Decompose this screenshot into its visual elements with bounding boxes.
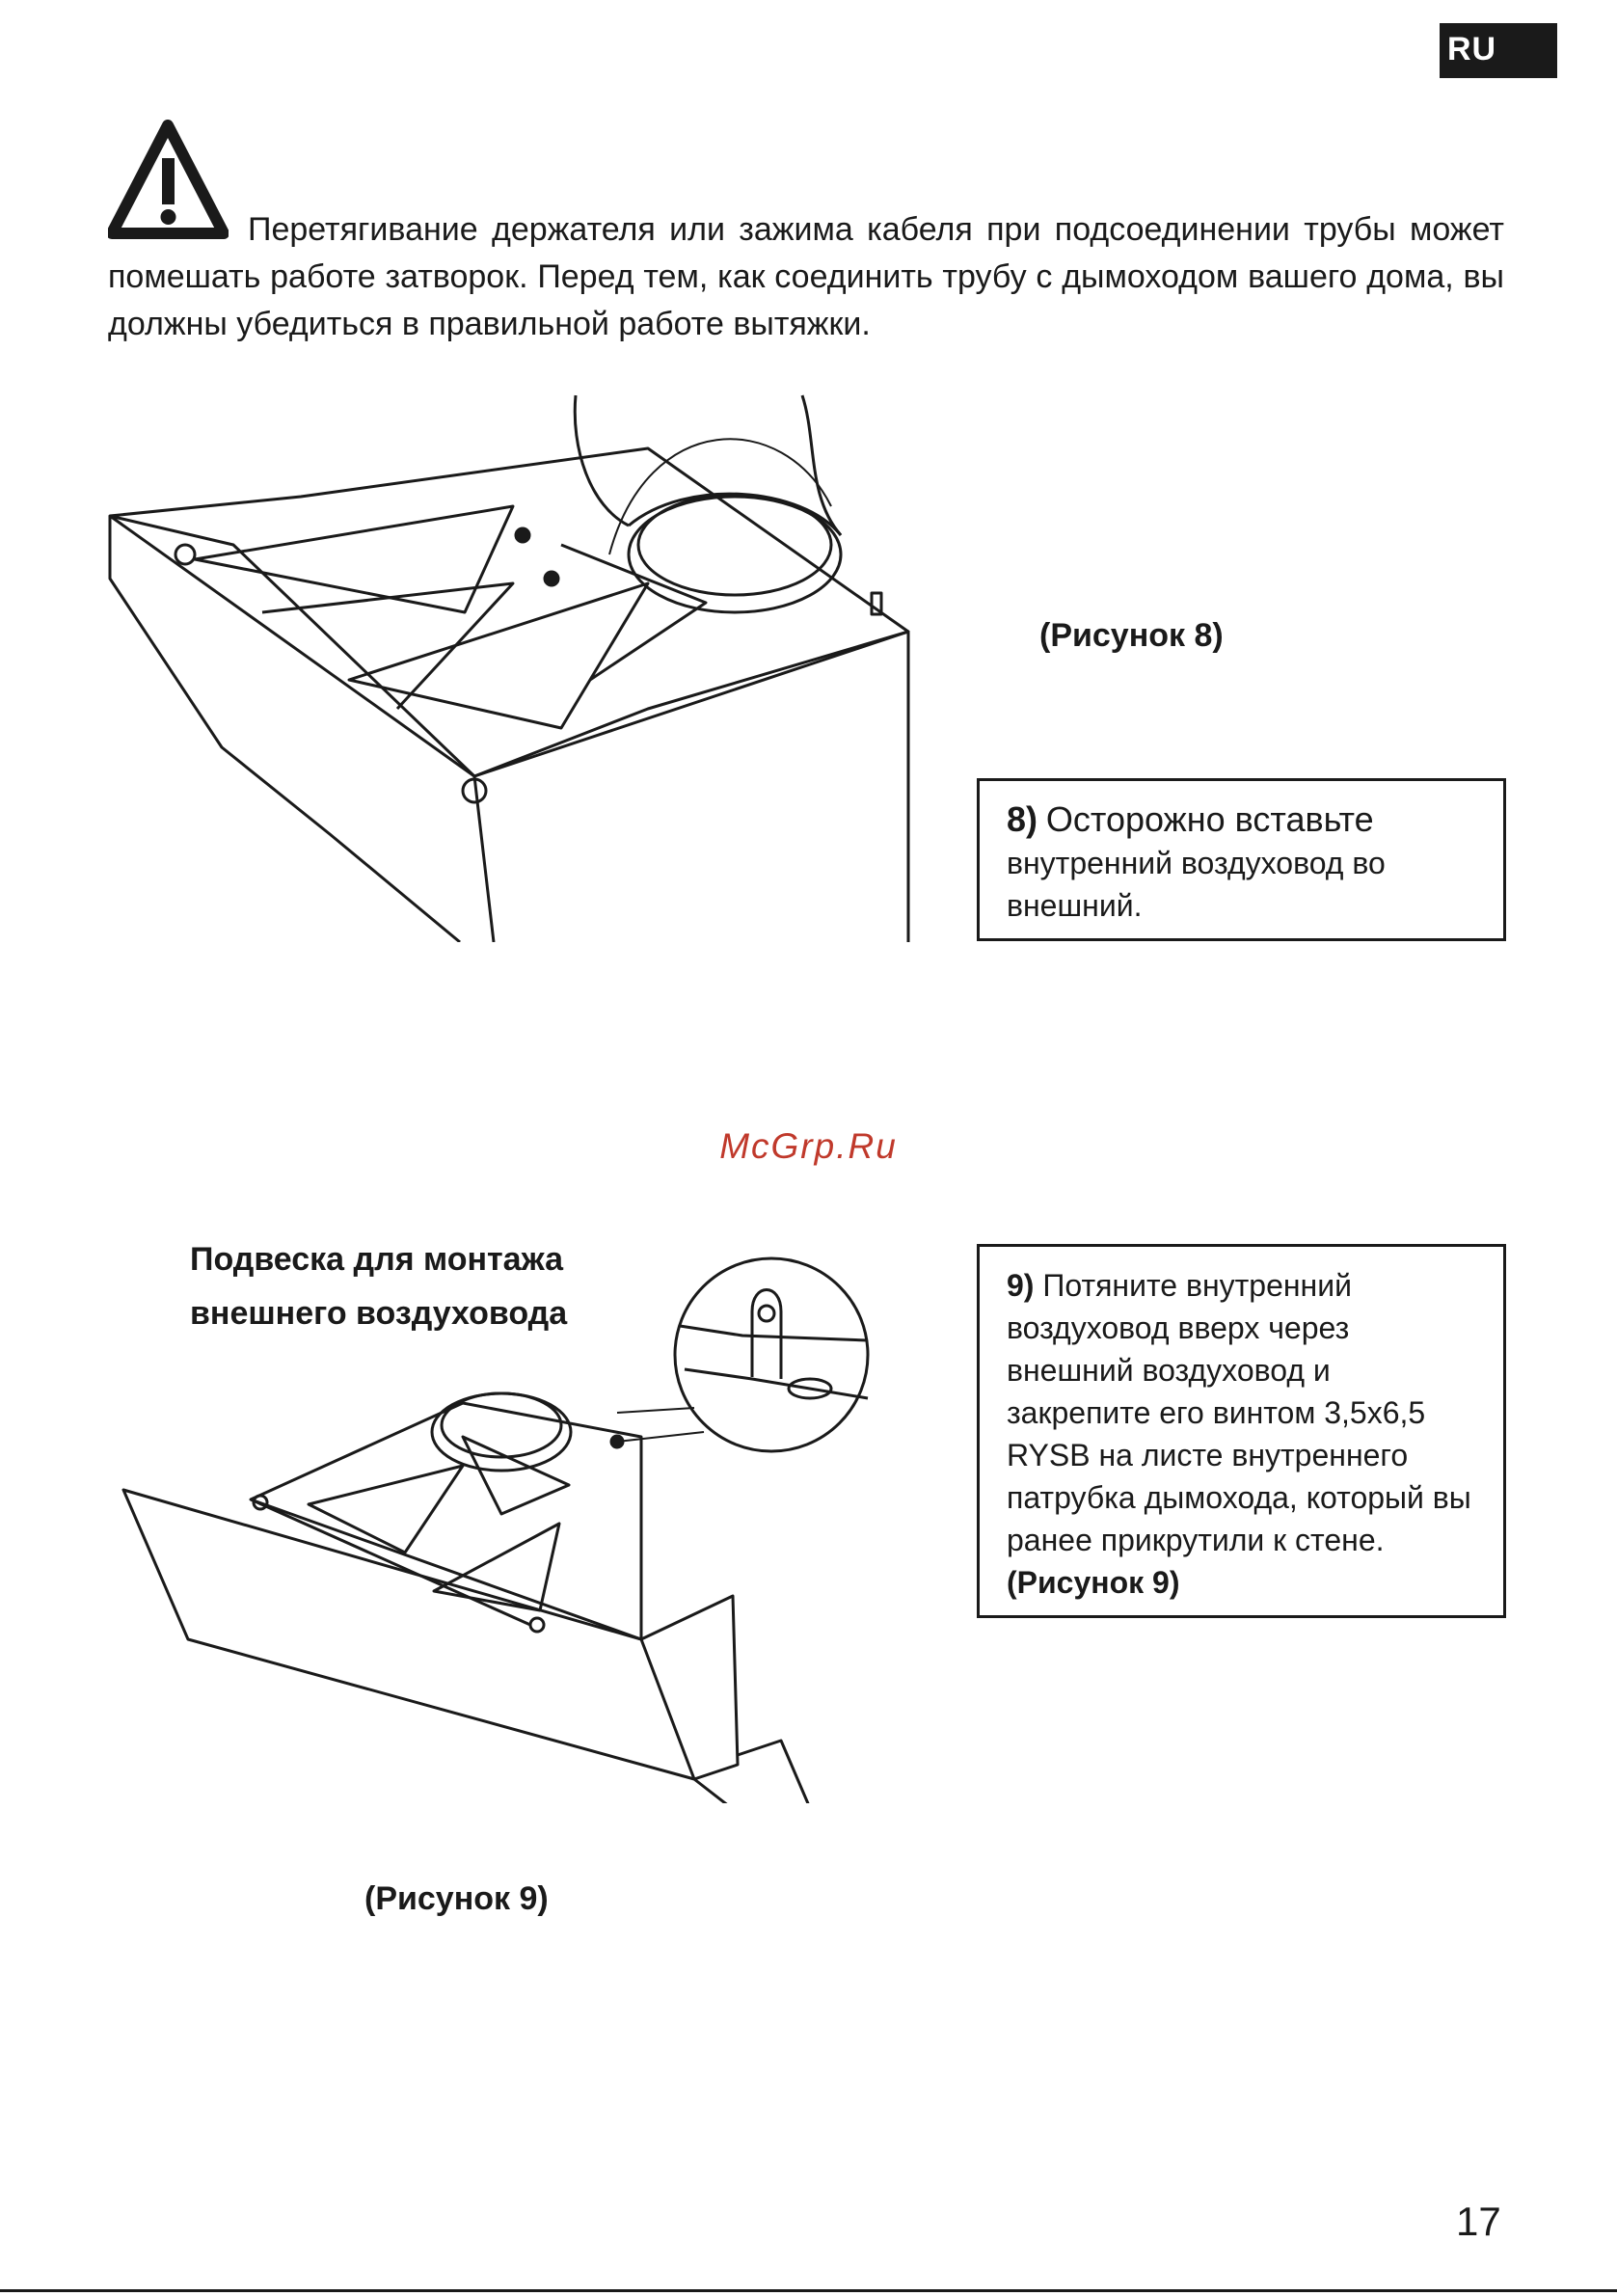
warning-text-block: Перетягивание держателя или зажима кабел… [108, 206, 1504, 348]
figure-8-illustration [108, 394, 910, 942]
watermark: McGrp.Ru [719, 1126, 898, 1166]
figure-9-title-line-2: внешнего воздуховода [190, 1295, 568, 1332]
warning-text: Перетягивание держателя или зажима кабел… [108, 211, 1504, 342]
figure-9-caption: (Рисунок 9) [364, 1880, 549, 1917]
step-8-text: внутренний воздуховод во внешний. [1007, 846, 1386, 923]
bottom-rule [0, 2289, 1617, 2292]
step-8-box: 8) Осторожно вставьте внутренний воздухо… [977, 778, 1506, 941]
language-badge: RU [1440, 23, 1557, 78]
step-8-lead: Осторожно вставьте [1045, 799, 1374, 839]
step-8-number: 8) [1007, 799, 1038, 839]
page-number: 17 [1456, 2199, 1501, 2244]
language-label: RU [1447, 31, 1497, 68]
warning-triangle-icon [108, 120, 229, 239]
figure-9-title-line-1: Подвеска для монтажа [190, 1241, 563, 1278]
figure-9-illustration [121, 1256, 870, 1803]
step-9-box: 9) Потяните внутренний воздуховод вверх … [977, 1244, 1506, 1618]
figure-9-title: Подвеска для монтажа внешнего воздуховод… [190, 1232, 567, 1340]
figure-8-caption: (Рисунок 8) [1039, 617, 1224, 654]
step-9-number: 9) [1007, 1268, 1035, 1303]
step-9-figure-ref: (Рисунок 9) [1007, 1565, 1180, 1600]
step-9-text: Потяните внутренний воздуховод вверх чер… [1007, 1268, 1471, 1557]
